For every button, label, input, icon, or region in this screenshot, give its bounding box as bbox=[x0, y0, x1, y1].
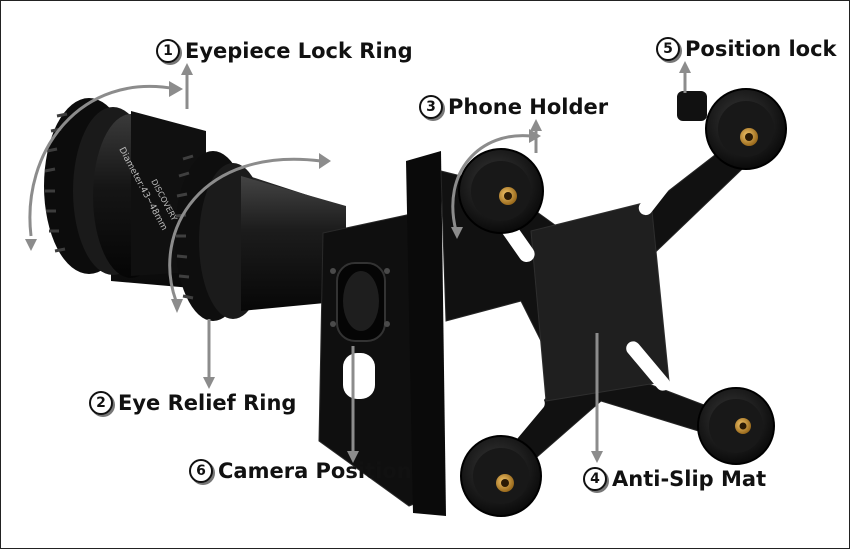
holder-knob-top-right bbox=[705, 88, 787, 170]
callout-label: Camera Position bbox=[218, 459, 412, 483]
mounting-plate bbox=[318, 151, 446, 516]
callout-number: 2 bbox=[89, 391, 113, 415]
callout-label: Eyepiece Lock Ring bbox=[185, 39, 413, 63]
callout-label: Eye Relief Ring bbox=[118, 391, 297, 415]
holder-knob-bottom-right bbox=[697, 387, 775, 465]
eyepiece-assembly: Diameter:43~48mm DISCOVERY bbox=[44, 98, 346, 321]
callout-number: 6 bbox=[189, 459, 213, 483]
callout-number: 3 bbox=[419, 95, 443, 119]
callout-eyepiece-lock-ring: 1 Eyepiece Lock Ring bbox=[156, 39, 413, 63]
holder-knob-bottom-left bbox=[460, 435, 542, 517]
camera-slot bbox=[343, 353, 375, 399]
callout-anti-slip-mat: 4 Anti-Slip Mat bbox=[583, 467, 766, 491]
callout-label: Position lock bbox=[685, 37, 837, 61]
callout-number: 5 bbox=[656, 37, 680, 61]
callout-phone-holder: 3 Phone Holder bbox=[419, 95, 608, 119]
holder-knob-top-left bbox=[458, 148, 544, 234]
callout-eye-relief-ring: 2 Eye Relief Ring bbox=[89, 391, 296, 415]
callout-number: 4 bbox=[583, 467, 607, 491]
callout-label: Anti-Slip Mat bbox=[612, 467, 767, 491]
callout-number: 1 bbox=[156, 39, 180, 63]
callout-label: Phone Holder bbox=[448, 95, 609, 119]
arrow-heads bbox=[25, 61, 691, 463]
callout-camera-position: 6 Camera Position bbox=[189, 459, 412, 483]
indicator-arrows bbox=[28, 71, 687, 453]
callout-position-lock: 5 Position lock bbox=[656, 37, 836, 61]
